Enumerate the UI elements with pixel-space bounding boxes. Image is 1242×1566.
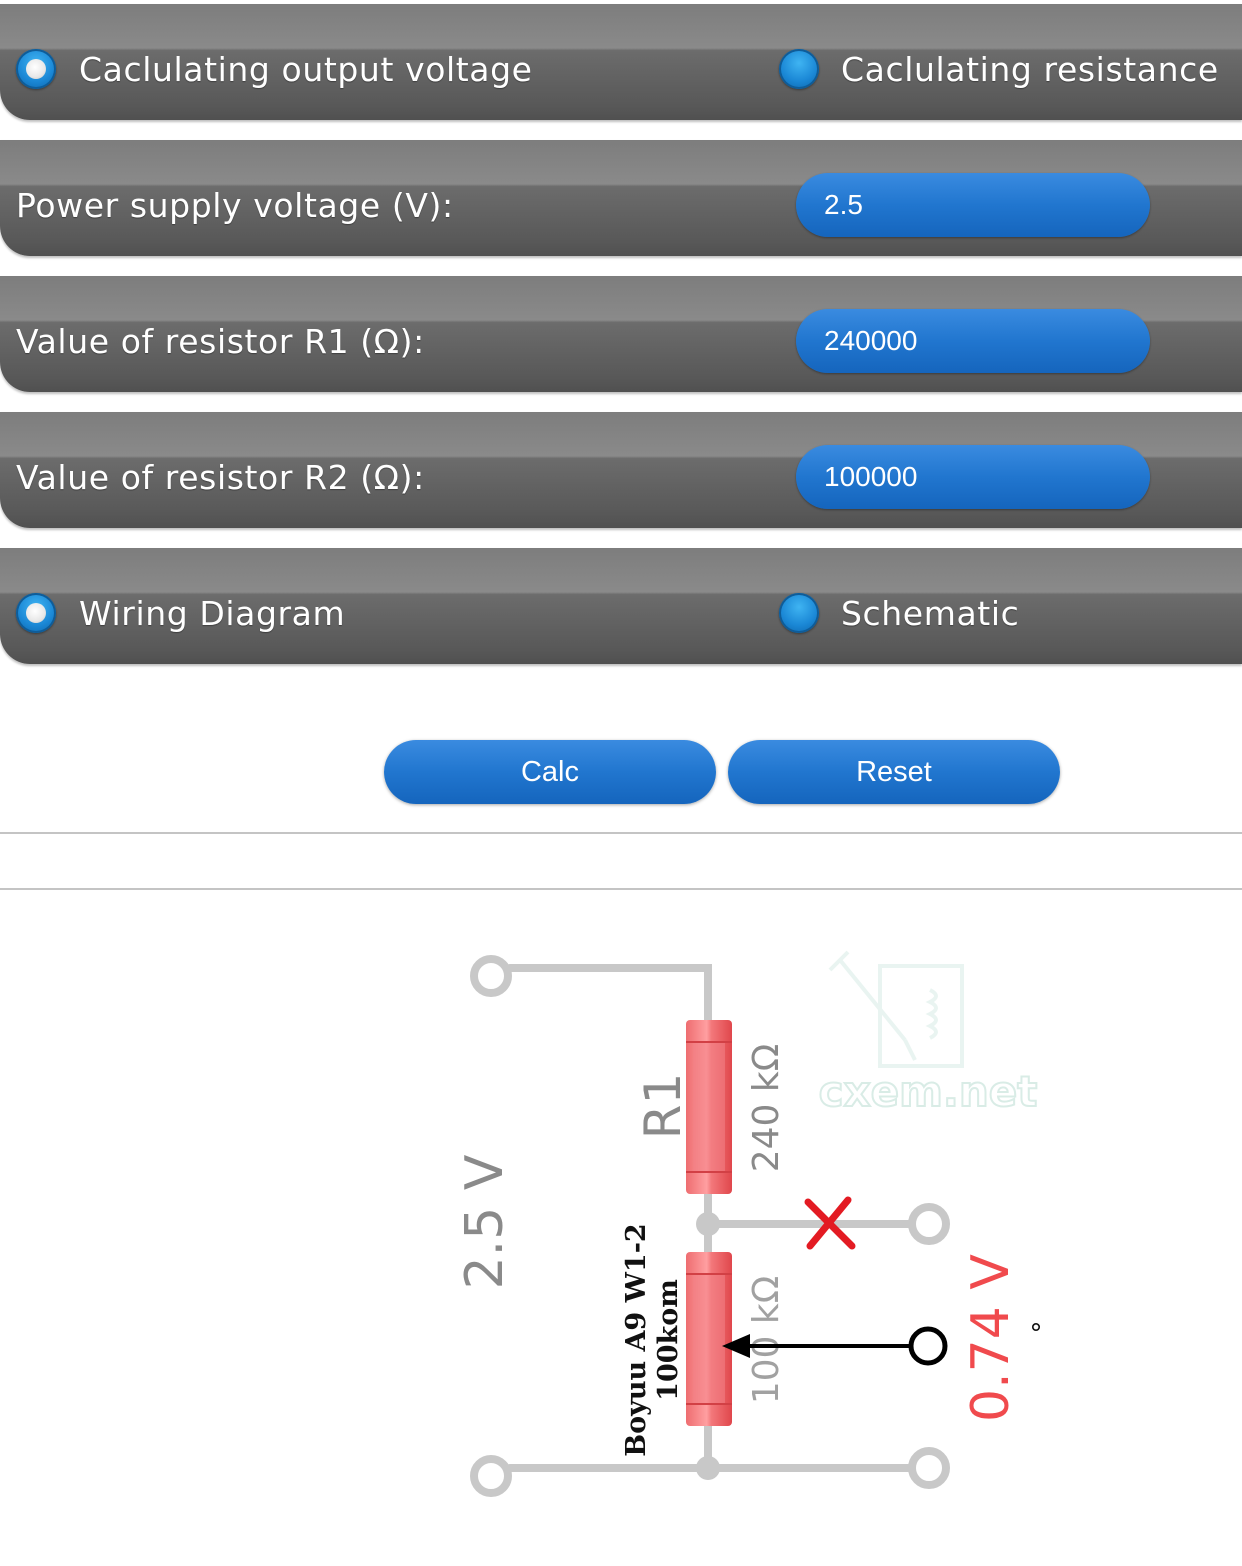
junction-node-top (696, 1212, 720, 1236)
divider-bottom (0, 888, 1242, 890)
radio-schematic-label[interactable]: Schematic (841, 594, 1020, 633)
watermark-logo-icon (828, 950, 964, 1068)
junction-node-bottom (696, 1456, 720, 1480)
radio-wiring-diagram-label[interactable]: Wiring Diagram (79, 594, 346, 633)
r2-input[interactable]: 100000 (796, 445, 1150, 509)
r1-name-label: R1 (634, 1073, 692, 1140)
reset-button[interactable]: Reset (728, 740, 1060, 804)
output-voltage-label: 0.74 V (961, 1254, 1021, 1422)
supply-voltage-row: Power supply voltage (V): 2.5 (0, 140, 1242, 256)
input-voltage-label: 2.5 V (455, 1154, 515, 1289)
wiring-diagram: cxem.net 2.5 V R1 240 kΩ 100 kΩ 0.74 V (455, 950, 1043, 1497)
view-selector-bar: Wiring Diagram Schematic (0, 548, 1242, 664)
calc-button[interactable]: Calc (384, 740, 716, 804)
radio-output-voltage[interactable] (16, 49, 56, 89)
degree-mark: ° (1030, 1319, 1043, 1349)
r1-row: Value of resistor R1 (Ω): 240000 (0, 276, 1242, 392)
terminal-input-positive (470, 955, 512, 997)
r1-label: Value of resistor R1 (Ω): (16, 322, 425, 361)
supply-voltage-label: Power supply voltage (V): (16, 186, 454, 225)
potentiometer-note-line1: Boyuu A9 W1-2 (621, 1223, 652, 1456)
radio-wiring-diagram[interactable] (16, 593, 56, 633)
cross-mark-icon (804, 1196, 856, 1250)
r2-value-label: 100 kΩ (746, 1276, 787, 1405)
r1-input[interactable]: 240000 (796, 309, 1150, 373)
radio-resistance[interactable] (779, 49, 819, 89)
radio-schematic[interactable] (779, 593, 819, 633)
terminal-output (908, 1203, 950, 1245)
terminal-input-ground (470, 1455, 512, 1497)
watermark-text: cxem.net (819, 1067, 1038, 1116)
r1-value-label: 240 kΩ (746, 1044, 787, 1173)
terminal-output-ground (908, 1447, 950, 1489)
mode-selector-bar: Caclulating output voltage Caclulating r… (0, 4, 1242, 120)
divider-top (0, 832, 1242, 834)
r2-label: Value of resistor R2 (Ω): (16, 458, 425, 497)
resistor-r1 (686, 1020, 732, 1194)
radio-resistance-label[interactable]: Caclulating resistance (841, 50, 1219, 89)
r2-row: Value of resistor R2 (Ω): 100000 (0, 412, 1242, 528)
resistor-r2 (686, 1252, 732, 1426)
wiper-arrow-icon (722, 1326, 948, 1366)
radio-output-voltage-label[interactable]: Caclulating output voltage (79, 50, 533, 89)
potentiometer-note-line2: 100kom (653, 1279, 684, 1401)
supply-voltage-input[interactable]: 2.5 (796, 173, 1150, 237)
